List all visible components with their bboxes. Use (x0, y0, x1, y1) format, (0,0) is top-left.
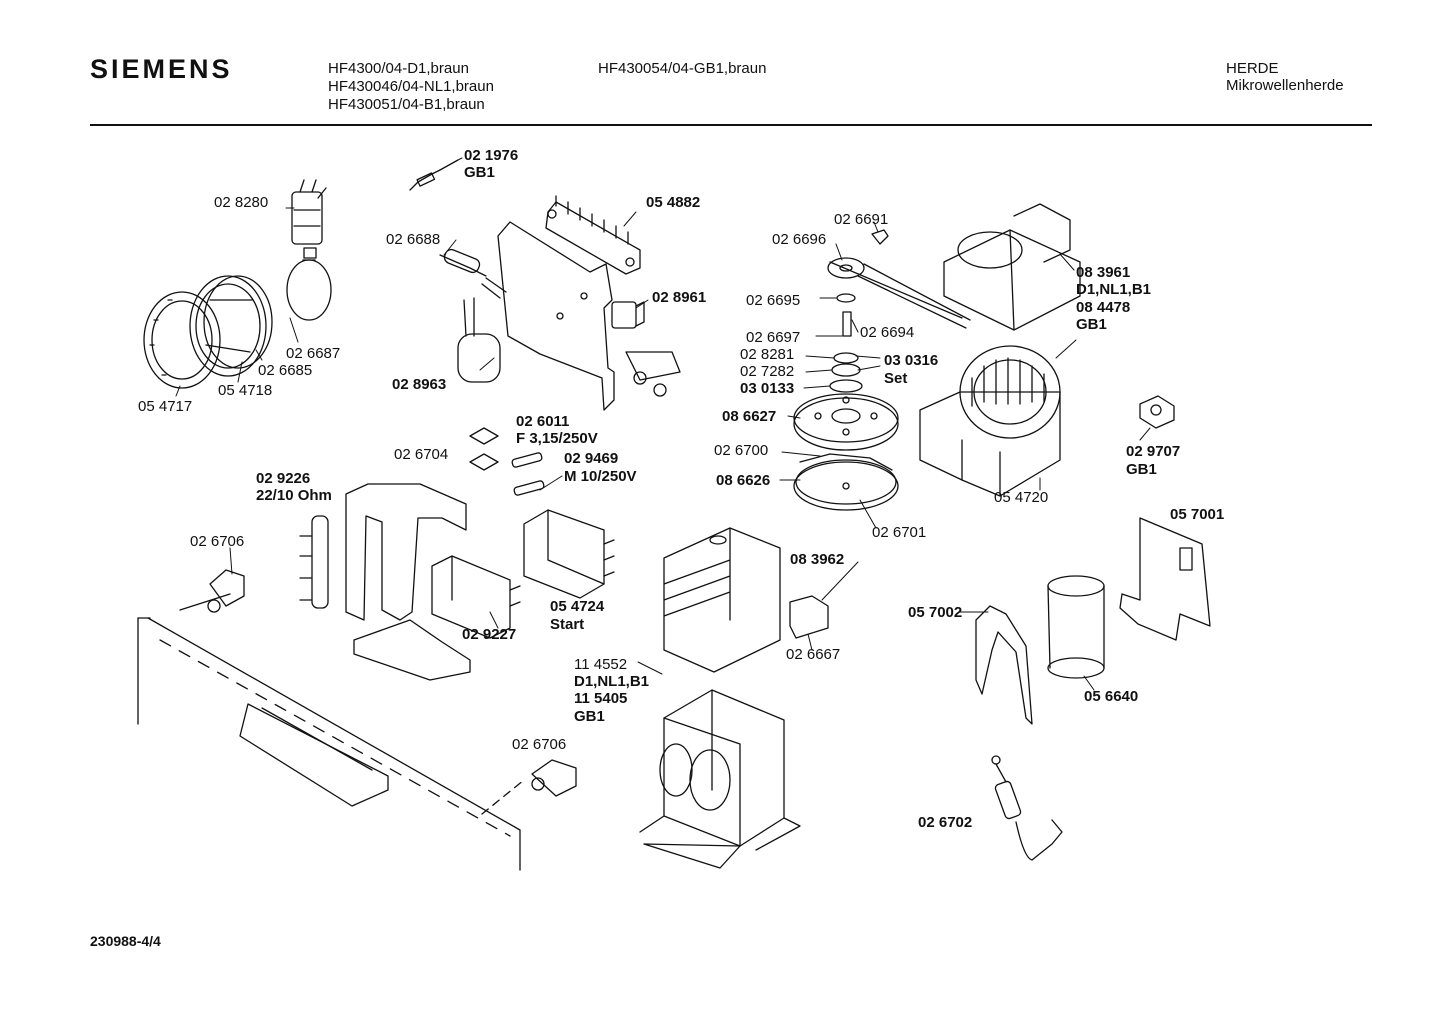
part-label-057001: 05 7001 (1170, 506, 1225, 523)
part-label-026700: 02 6700 (714, 442, 769, 459)
transformer-drawing (639, 689, 801, 869)
part-label-026667: 02 6667 (786, 646, 841, 663)
lamp-cover-drawing (143, 275, 273, 389)
part-label-029227: 02 9227 (462, 626, 517, 643)
fuse-holder-drawing (469, 427, 545, 496)
part-variant-021976: GB1 (464, 164, 495, 181)
part-label-030133: 03 0133 (740, 380, 795, 397)
start-relay-drawing (523, 509, 615, 599)
part-label-054720: 05 4720 (994, 489, 1049, 506)
part-label-084478: 08 4478 (1076, 299, 1131, 316)
part-label-027282: 02 7282 (740, 363, 795, 380)
small-capacitor-drawing (457, 297, 501, 383)
resistor-drawing (409, 159, 459, 191)
part-label-028963: 02 8963 (392, 376, 447, 393)
roller-ring-drawing (793, 453, 899, 511)
part-label-028961: 02 8961 (652, 289, 707, 306)
part-label-054717: 05 4717 (138, 398, 193, 415)
header-rule (90, 124, 1372, 126)
part-variant-026011: F 3,15/250V (516, 430, 598, 447)
part-label-026696: 02 6696 (772, 231, 827, 248)
part-label-026706-bottom: 02 6706 (512, 736, 567, 753)
part-label-086626: 08 6626 (716, 472, 771, 489)
part-variant-030316: Set (884, 370, 908, 387)
hv-capacitor-drawing (1047, 575, 1105, 679)
part-label-026704: 02 6704 (394, 446, 449, 463)
part-label-029469: 02 9469 (564, 450, 619, 467)
turntable-support-drawing (793, 393, 899, 451)
part-label-086627: 08 6627 (722, 408, 777, 425)
part-label-026691: 02 6691 (834, 211, 889, 228)
part-label-026695: 02 6695 (746, 292, 801, 309)
small-switch-drawing (1139, 395, 1175, 429)
relay-drawing (431, 555, 521, 639)
lamp-holder-drawing (439, 248, 507, 299)
category-subtitle: Mikrowellenherde (1226, 77, 1344, 94)
part-label-056640: 05 6640 (1084, 688, 1139, 705)
part-label-054882: 05 4882 (646, 194, 701, 211)
part-label-029707: 02 9707 (1126, 443, 1181, 460)
capacitor-bracket-drawing (1119, 517, 1211, 641)
magnetron-drawing (663, 527, 829, 673)
part-label-026702: 02 6702 (918, 814, 973, 831)
lamp-socket-drawing (286, 179, 332, 321)
part-label-030316: 03 0316 (884, 352, 939, 369)
category-title: HERDE (1226, 60, 1279, 77)
part-label-028281: 02 8281 (740, 346, 795, 363)
part-label-026685: 02 6685 (258, 362, 313, 379)
model-line: HF430046/04-NL1,braun (328, 78, 494, 95)
part-variant-084478: GB1 (1076, 316, 1107, 333)
part-label-026706-top: 02 6706 (190, 533, 245, 550)
mount-bracket-drawing (345, 483, 471, 681)
part-label-026011: 02 6011 (516, 413, 570, 430)
model-mid: HF430054/04-GB1,braun (598, 60, 767, 77)
fan-drawing (919, 345, 1061, 497)
model-line: HF4300/04-D1,braun (328, 60, 469, 77)
model-line: HF430051/04-B1,braun (328, 96, 485, 113)
part-label-057002: 05 7002 (908, 604, 963, 621)
part-variant-054724: Start (550, 616, 585, 633)
part-label-054724: 05 4724 (550, 598, 605, 615)
part-label-114552: 11 4552 (574, 656, 628, 673)
model-list-left: HF4300/04-D1,braun HF430046/04-NL1,braun… (328, 60, 494, 114)
leader-lines (175, 157, 1151, 691)
part-label-115405: 11 5405 (574, 690, 628, 707)
part-label-054718: 05 4718 (218, 382, 273, 399)
part-label-026697: 02 6697 (746, 329, 801, 346)
door-switch-drawing (207, 569, 577, 797)
part-label-026694: 02 6694 (860, 324, 915, 341)
part-variant-029469: M 10/250V (564, 468, 637, 485)
part-label-083962: 08 3962 (790, 551, 845, 568)
part-label-083961: 08 3961 (1076, 264, 1131, 281)
brand-logo: SIEMENS (90, 54, 233, 84)
part-label-029226: 02 9226 (256, 470, 311, 487)
document-number: 230988-4/4 (90, 933, 161, 949)
part-label-026688: 02 6688 (386, 231, 441, 248)
part-variant-083961: D1,NL1,B1 (1076, 281, 1152, 298)
part-variant-114552: D1,NL1,B1 (574, 673, 650, 690)
timer-drawing (943, 203, 1081, 331)
control-bracket-drawing (497, 195, 681, 411)
part-label-026687: 02 6687 (286, 345, 341, 362)
part-variant-029707: GB1 (1126, 461, 1157, 478)
door-frame-drawing (137, 593, 525, 871)
part-variant-115405: GB1 (574, 708, 605, 725)
capacitor-clamp-drawing (975, 605, 1033, 725)
part-variant-029226: 22/10 Ohm (256, 487, 332, 504)
part-label-026701: 02 6701 (872, 524, 927, 541)
resistor-bar-drawing (299, 515, 329, 609)
part-label-021976: 02 1976 (464, 147, 519, 164)
hv-diode-drawing (991, 755, 1063, 861)
part-label-028280: 02 8280 (214, 194, 269, 211)
